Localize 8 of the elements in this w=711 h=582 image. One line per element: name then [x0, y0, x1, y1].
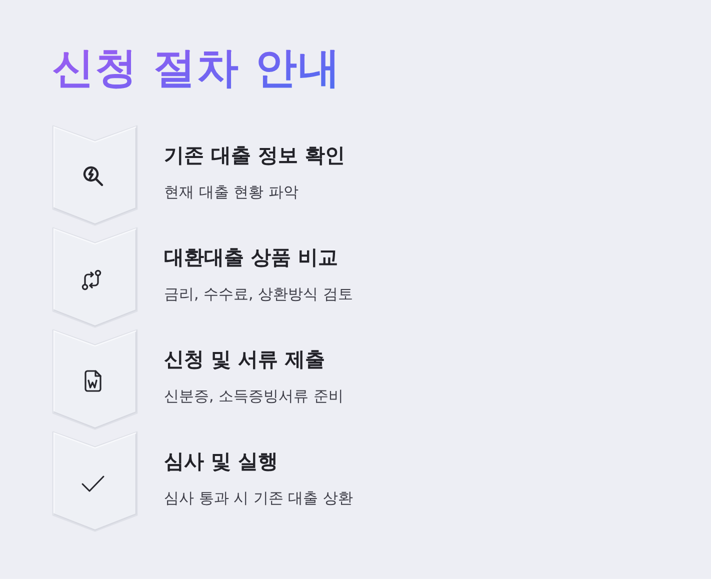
step-description: 신분증, 소득증빙서류 준비 — [164, 386, 344, 406]
step-title: 신청 및 서류 제출 — [164, 346, 325, 373]
step-title: 대환대출 상품 비교 — [164, 244, 338, 271]
step-description: 현재 대출 현황 파악 — [164, 182, 298, 202]
step-description: 심사 통과 시 기존 대출 상환 — [164, 488, 353, 508]
step-title: 기존 대출 정보 확인 — [164, 142, 345, 169]
step-description: 금리, 수수료, 상환방식 검토 — [164, 284, 353, 304]
step-title: 심사 및 실행 — [164, 448, 278, 475]
